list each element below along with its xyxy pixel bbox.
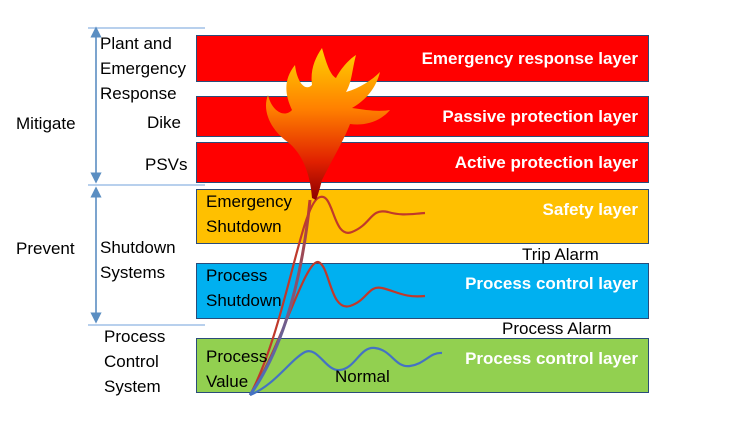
process-value-label-line1: Process [206, 347, 268, 366]
emergency-shutdown-label-line1: Emergency [206, 192, 292, 211]
process-control-layer-blue: Process control layer [196, 263, 649, 319]
plant-emergency-response-label-line3: Response [100, 84, 177, 103]
passive-protection-layer-label: Passive protection layer [442, 106, 638, 126]
plant-emergency-response-label-line1: Plant and [100, 34, 172, 53]
dike-label: Dike [147, 113, 182, 132]
emergency-shutdown-label-line2: Shutdown [206, 217, 282, 236]
emergency-shutdown-curve [249, 195, 426, 396]
process-control-system-label-line1: Process [104, 327, 166, 346]
process-control-layer-green-label: Process control layer [465, 349, 638, 368]
emergency-response-layer: Emergency response layer [196, 35, 649, 82]
escalation-curve [248, 199, 312, 396]
safety-layer-label: Safety layer [542, 200, 638, 219]
process-value-label-line2: Value [206, 372, 249, 391]
emergency-response-layer-label: Emergency response layer [421, 48, 638, 68]
process-control-layer-blue-label: Process control layer [465, 274, 638, 293]
trip-alarm-label: Trip Alarm [522, 245, 599, 264]
normal-label: Normal [335, 367, 390, 386]
safety-layer: Safety layer [196, 189, 649, 244]
passive-protection-layer: Passive protection layer [196, 96, 649, 137]
process-alarm-label: Process Alarm [502, 319, 612, 338]
process-shutdown-label-line2: Shutdown [206, 291, 282, 310]
process-control-system-label-line3: System [104, 377, 161, 396]
prevent-label: Prevent [16, 239, 75, 258]
process-control-layer-green: Process control layer [196, 338, 649, 393]
mitigate-label: Mitigate [16, 114, 76, 133]
active-protection-layer: Active protection layer [196, 142, 649, 183]
explosion-flame-icon [265, 48, 390, 200]
normal-curve [249, 346, 443, 397]
psvs-label: PSVs [145, 155, 188, 174]
active-protection-layer-label: Active protection layer [454, 152, 638, 172]
process-shutdown-label-line1: Process [206, 266, 268, 285]
process-control-system-label-line2: Control [104, 352, 159, 371]
shutdown-systems-label-line1: Shutdown [100, 238, 176, 257]
plant-emergency-response-label-line2: Emergency [100, 59, 186, 78]
shutdown-systems-label-line2: Systems [100, 263, 166, 282]
